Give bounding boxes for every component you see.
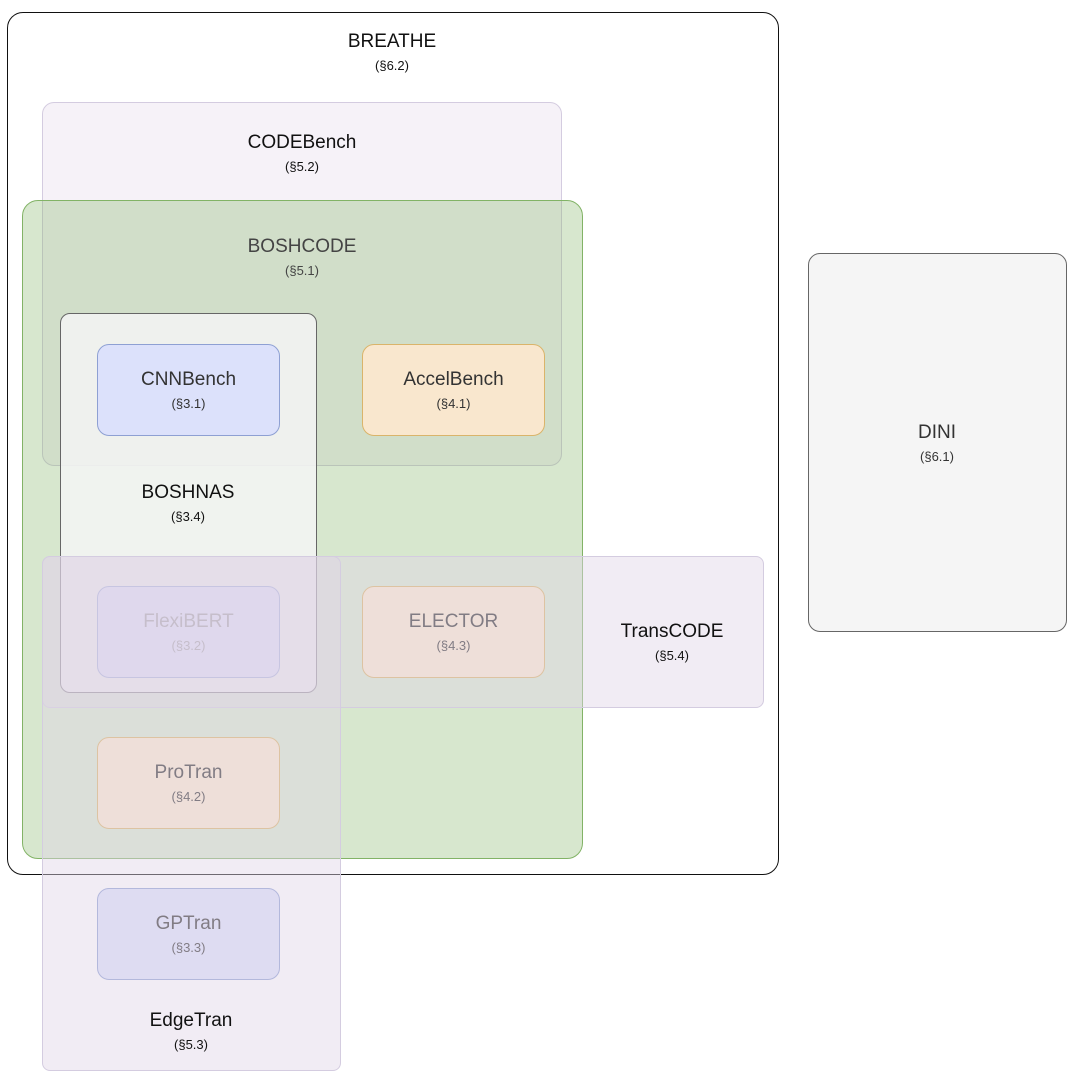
- gptran-name: GPTran: [155, 913, 222, 934]
- cnnbench-module: CNNBench (§3.1): [97, 344, 280, 436]
- breathe-label: BREATHE (§6.2): [347, 31, 437, 73]
- elector-module: ELECTOR (§4.3): [362, 586, 545, 678]
- boshcode-label: BOSHCODE (§5.1): [247, 236, 357, 278]
- flexibert-section: (§3.2): [171, 638, 206, 653]
- cnnbench-section: (§3.1): [171, 396, 206, 411]
- accelbench-module: AccelBench (§4.1): [362, 344, 545, 436]
- codebench-label: CODEBench (§5.2): [247, 132, 357, 174]
- accelbench-name: AccelBench: [403, 369, 504, 390]
- gptran-section: (§3.3): [171, 940, 206, 955]
- flexibert-name: FlexiBERT: [143, 611, 234, 632]
- cnnbench-name: CNNBench: [140, 369, 237, 390]
- flexibert-module: FlexiBERT (§3.2): [97, 586, 280, 678]
- transcode-label: TransCODE (§5.4): [620, 621, 724, 663]
- protran-name: ProTran: [154, 762, 223, 783]
- edgetran-label: EdgeTran (§5.3): [149, 1010, 233, 1052]
- elector-name: ELECTOR: [408, 611, 499, 632]
- elector-section: (§4.3): [436, 638, 471, 653]
- edgetran-container: [42, 556, 341, 1071]
- gptran-module: GPTran (§3.3): [97, 888, 280, 980]
- protran-section: (§4.2): [171, 789, 206, 804]
- boshnas-label: BOSHNAS (§3.4): [141, 482, 235, 524]
- dini-container: [808, 253, 1067, 632]
- accelbench-section: (§4.1): [436, 396, 471, 411]
- breathe-container: [7, 12, 779, 875]
- transcode-container: [42, 556, 764, 708]
- protran-module: ProTran (§4.2): [97, 737, 280, 829]
- dini-label: DINI (§6.1): [918, 422, 956, 464]
